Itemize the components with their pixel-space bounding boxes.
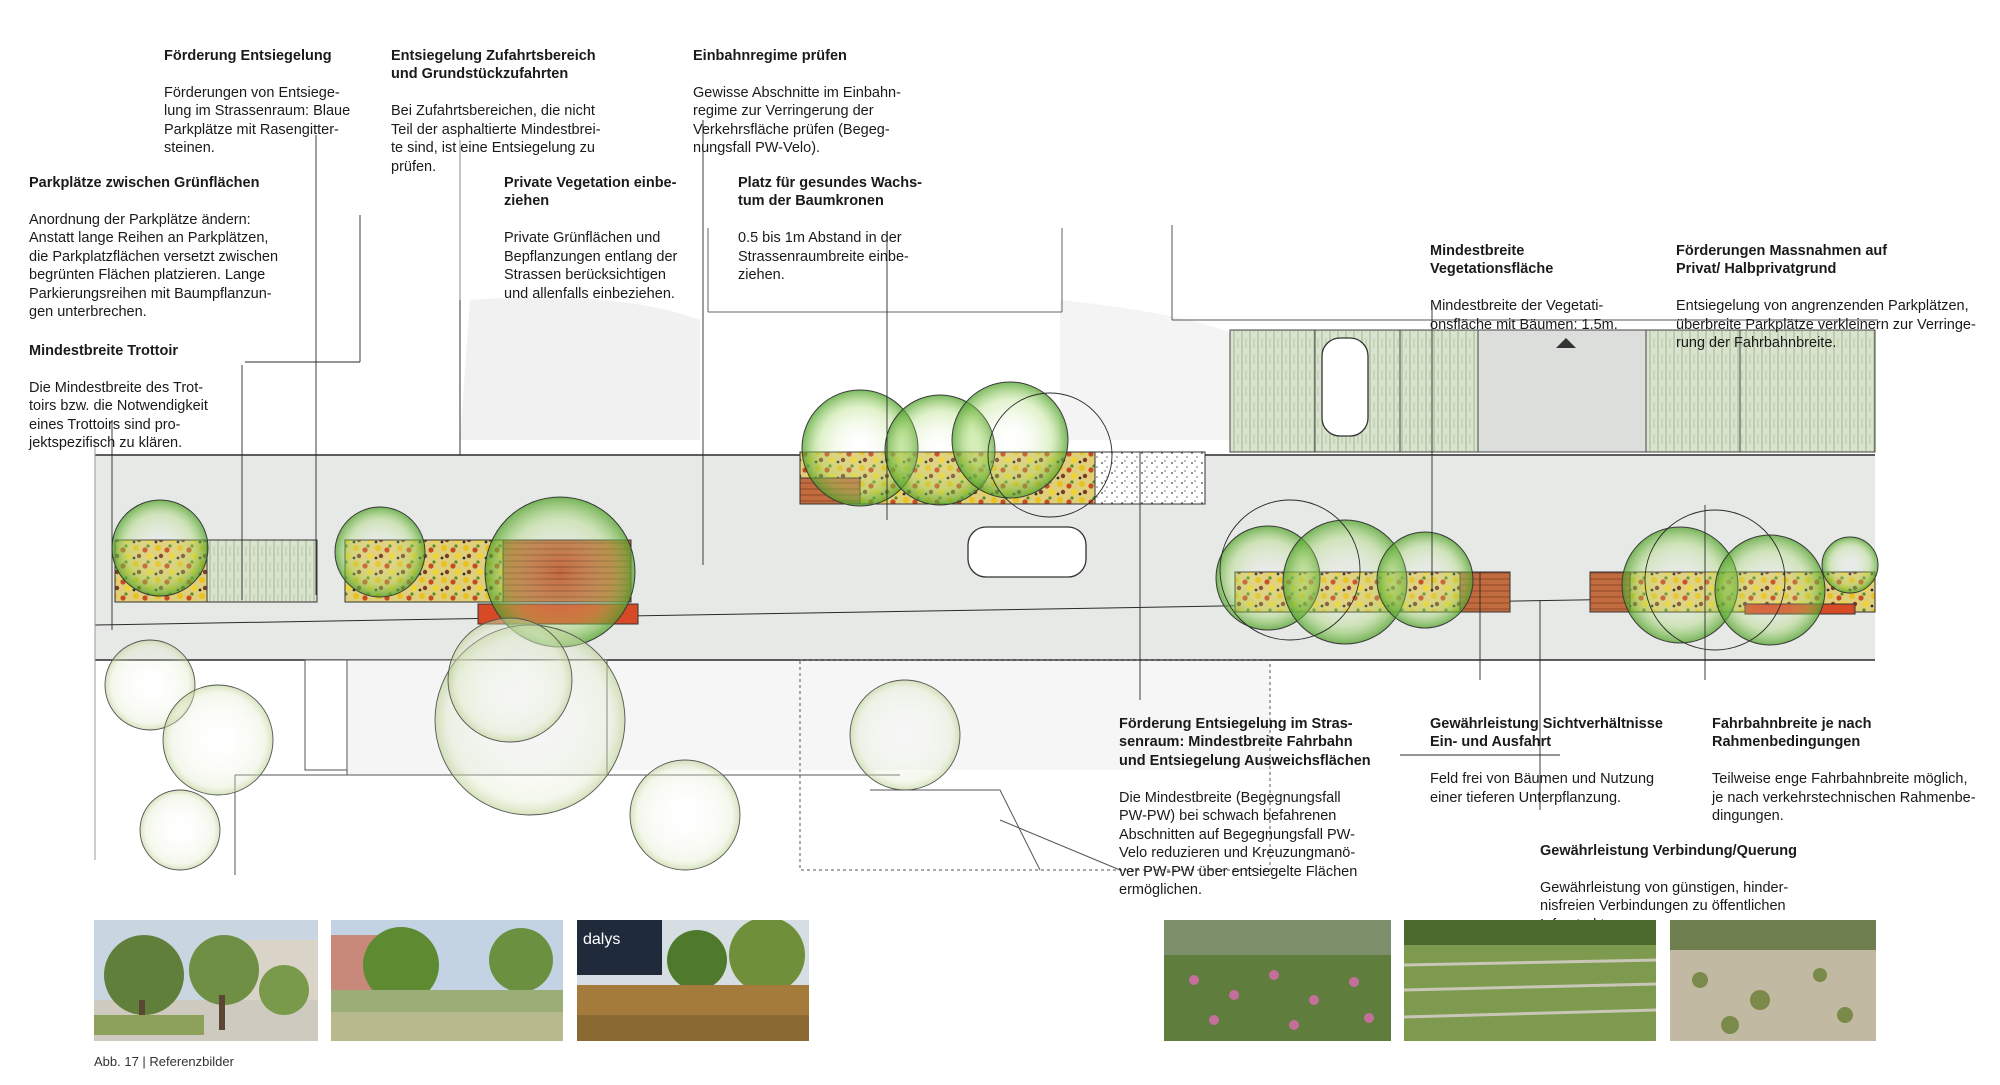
- photo-meadow-trees: [331, 920, 563, 1041]
- annotation-title: Platz für gesundes Wachs- tum der Baumkr…: [738, 174, 922, 210]
- photo-storefront-planting: dalys: [577, 920, 809, 1041]
- annotation-fahrbahnbreite: Fahrbahnbreite je nach Rahmenbedingungen…: [1712, 696, 1976, 844]
- annotation-private-vegetation: Private Vegetation einbe- ziehen Private…: [504, 155, 677, 322]
- annotation-body: 0.5 bis 1m Abstand in der Strassenraumbr…: [738, 230, 909, 283]
- annotation-body: Anordnung der Parkplätze ändern: Anstatt…: [29, 211, 279, 321]
- annotation-einbahnregime: Einbahnregime prüfen Gewisse Abschnitte …: [693, 28, 901, 176]
- annotation-title: Private Vegetation einbe- ziehen: [504, 174, 677, 210]
- annotation-foerderung-entsiegelung: Förderung Entsiegelung Förderungen von E…: [164, 28, 350, 176]
- annotation-title: Mindestbreite Trottoir: [29, 342, 179, 359]
- figure-caption: Abb. 17 | Referenzbilder: [94, 1054, 234, 1069]
- annotation-body: Förderungen von Entsiege- lung im Strass…: [164, 84, 351, 157]
- annotation-title: Gewährleistung Sichtverhältnisse Ein- un…: [1430, 715, 1663, 751]
- reference-photo-5: [1404, 920, 1656, 1041]
- photo-grass-pavers: [1404, 920, 1656, 1041]
- annotation-title: Einbahnregime prüfen: [693, 47, 847, 64]
- annotation-platz-wachstum: Platz für gesundes Wachs- tum der Baumkr…: [738, 155, 922, 303]
- annotation-title: Förderung Entsiegelung: [164, 47, 332, 64]
- annotation-sichtverhaeltnisse: Gewährleistung Sichtverhältnisse Ein- un…: [1430, 696, 1663, 826]
- annotation-body: Die Mindestbreite (Begegnungsfall PW-PW)…: [1119, 789, 1358, 899]
- annotation-title: Fahrbahnbreite je nach Rahmenbedingungen: [1712, 715, 1872, 751]
- annotation-body: Die Mindestbreite des Trot- toirs bzw. d…: [29, 379, 208, 452]
- annotation-body: Bei Zufahrtsbereichen, die nicht Teil de…: [391, 103, 601, 175]
- reference-photo-2: [331, 920, 563, 1041]
- photo-park-trees: [94, 920, 318, 1041]
- annotation-title: Gewährleistung Verbindung/Querung: [1540, 842, 1797, 859]
- annotation-body: Feld frei von Bäumen und Nutzung einer t…: [1430, 771, 1655, 806]
- reference-photo-6: [1670, 920, 1876, 1041]
- annotation-title: Mindestbreite Vegetationsfläche: [1430, 242, 1554, 278]
- annotation-foerderung-massnahmen: Förderungen Massnahmen auf Privat/ Halbp…: [1676, 223, 1976, 371]
- annotation-body: Private Grünflächen und Bepflanzungen en…: [504, 230, 678, 302]
- reference-photo-4: [1164, 920, 1391, 1041]
- photo-coneflowers: [1164, 920, 1391, 1041]
- annotation-entsiegelung-zufahrt: Entsiegelung Zufahrtsbereich und Grundst…: [391, 28, 601, 195]
- annotation-mindestbreite-trottoir: Mindestbreite Trottoir Die Mindestbreite…: [29, 323, 208, 471]
- reference-photo-1: [94, 920, 318, 1041]
- annotation-foerderung-strassenraum: Förderung Entsiegelung im Stras- senraum…: [1119, 696, 1371, 918]
- annotation-body: Teilweise enge Fahrbahnbreite möglich, j…: [1712, 771, 1976, 824]
- annotation-body: Gewisse Abschnitte im Einbahn- regime zu…: [693, 84, 901, 157]
- annotation-body: Mindestbreite der Vegetati- onsfläche mi…: [1430, 298, 1618, 333]
- annotation-parkplaetze-gruenflaechen: Parkplätze zwischen Grünflächen Anordnun…: [29, 155, 278, 340]
- annotation-title: Parkplätze zwischen Grünflächen: [29, 174, 260, 191]
- annotation-title: Förderungen Massnahmen auf Privat/ Halbp…: [1676, 242, 1888, 278]
- reference-photo-3: dalys: [577, 920, 809, 1041]
- annotation-title: Entsiegelung Zufahrtsbereich und Grundst…: [391, 47, 596, 83]
- photo-gravel-lawn: [1670, 920, 1876, 1041]
- annotation-body: Entsiegelung von angrenzenden Parkplätze…: [1676, 298, 1976, 351]
- annotation-mindestbreite-vegetation: Mindestbreite Vegetationsfläche Mindestb…: [1430, 223, 1618, 353]
- annotation-title: Förderung Entsiegelung im Stras- senraum…: [1119, 715, 1371, 769]
- storefront-sign: dalys: [583, 931, 620, 948]
